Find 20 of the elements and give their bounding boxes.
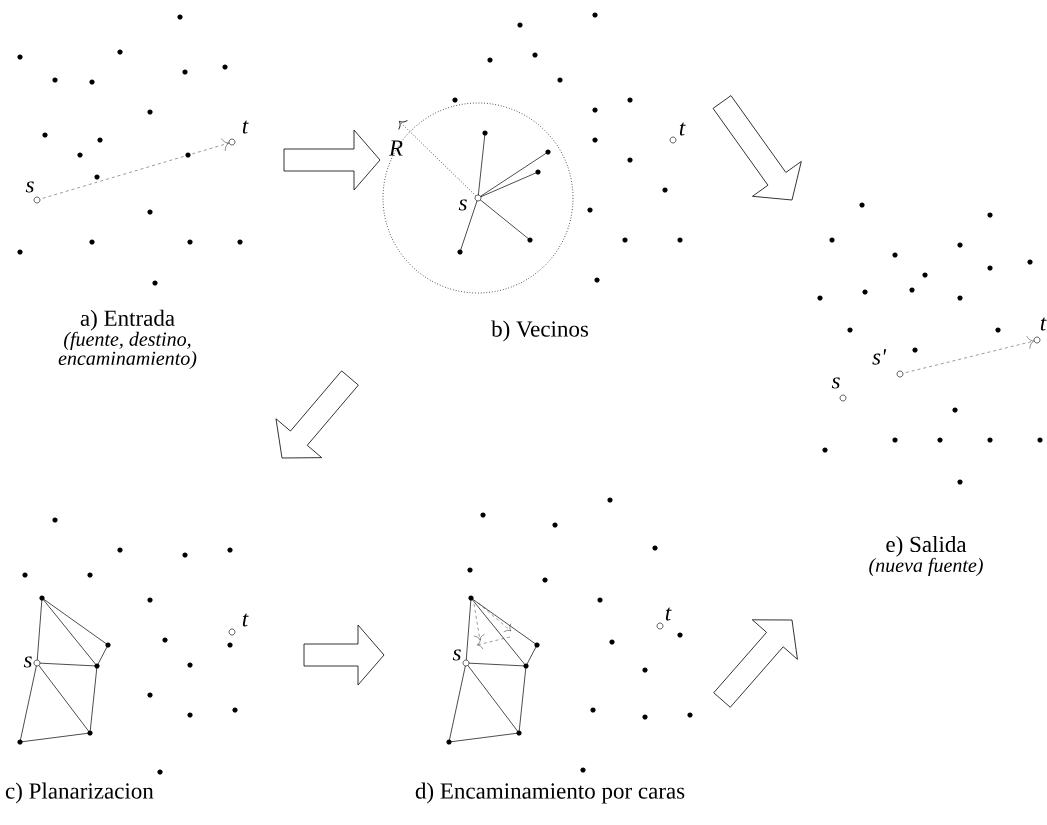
point-label: s: [25, 181, 34, 193]
block-arrow: [713, 619, 798, 708]
block-arrow: [275, 370, 359, 459]
point-label: s: [831, 377, 840, 389]
point-label: t: [679, 122, 686, 136]
panel-caption: c) Planarizacion: [5, 782, 154, 804]
block-arrow: [283, 129, 381, 191]
point-label: s: [23, 656, 32, 668]
panel-caption: a) Entrada: [80, 309, 175, 331]
point-label: t: [1040, 317, 1047, 331]
block-arrow: [712, 95, 802, 201]
panel-caption: d) Encaminamiento por caras: [415, 782, 685, 804]
point-label: t: [665, 607, 672, 621]
point-label: s': [872, 349, 887, 365]
panel-subcaption: (nueva fuente): [869, 557, 983, 577]
panel-subcaption: (fuente, destino, encaminamiento): [58, 331, 197, 370]
panel-caption: e) Salida: [886, 535, 967, 557]
point-label: s: [452, 649, 461, 661]
panel-caption: b) Vecinos: [491, 320, 589, 342]
block-arrow: [303, 624, 385, 686]
